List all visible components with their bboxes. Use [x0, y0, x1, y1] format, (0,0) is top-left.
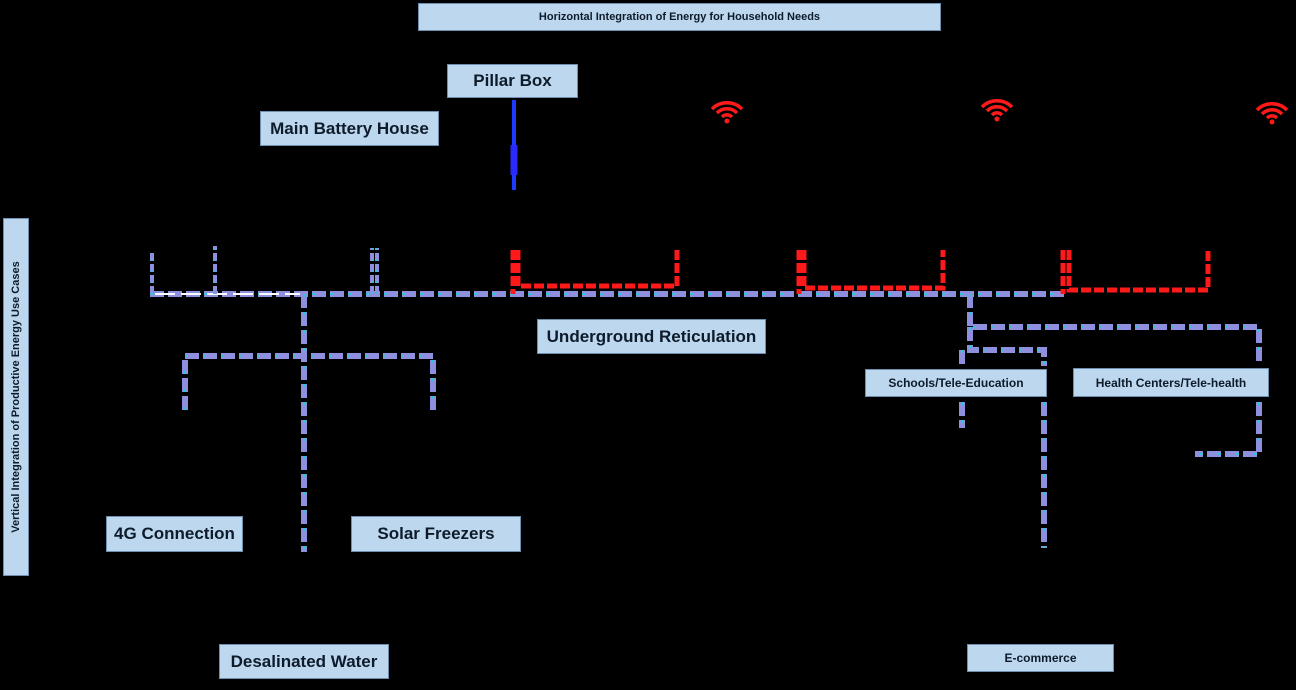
- solar-freezers-text: Solar Freezers: [377, 524, 495, 543]
- underground-reticulation-text: Underground Reticulation: [546, 326, 757, 346]
- horizontal-integration-title-text: Horizontal Integration of Energy for Hou…: [538, 11, 821, 23]
- solar-freezers-label: Solar Freezers: [351, 516, 521, 552]
- wifi-icon: [710, 101, 744, 124]
- ecommerce-label: E-commerce: [967, 644, 1114, 672]
- household-line-2: [796, 250, 946, 294]
- household-line-3: [1060, 250, 1211, 294]
- pillar-box-label: Pillar Box: [447, 64, 578, 98]
- underground-reticulation-label: Underground Reticulation: [537, 319, 766, 354]
- ecommerce-text: E-commerce: [1004, 651, 1077, 665]
- riser-lines: [150, 246, 379, 294]
- desalinated-water-text: Desalinated Water: [230, 651, 378, 671]
- branch-line-services: [959, 294, 1262, 548]
- vertical-integration-title: Vertical Integration of Productive Energ…: [3, 218, 29, 576]
- schools-text: Schools/Tele-Education: [888, 376, 1024, 390]
- schools-label: Schools/Tele-Education: [865, 369, 1047, 397]
- desalinated-water-label: Desalinated Water: [219, 644, 389, 679]
- horizontal-integration-title: Horizontal Integration of Energy for Hou…: [418, 3, 941, 31]
- main-battery-house-label: Main Battery House: [260, 111, 439, 146]
- 4g-connection-label: 4G Connection: [106, 516, 243, 552]
- wifi-icon: [1255, 102, 1289, 125]
- health-centers-label: Health Centers/Tele-health: [1073, 368, 1269, 397]
- main-battery-house-text: Main Battery House: [270, 118, 429, 138]
- 4g-connection-text: 4G Connection: [114, 524, 235, 543]
- health-centers-text: Health Centers/Tele-health: [1095, 375, 1247, 390]
- household-line-1: [510, 250, 680, 294]
- vertical-integration-title-text: Vertical Integration of Productive Energ…: [10, 261, 22, 533]
- branch-line-4g-freezers: [182, 353, 436, 410]
- pillar-box-text: Pillar Box: [473, 71, 552, 90]
- wifi-icon: [980, 99, 1014, 122]
